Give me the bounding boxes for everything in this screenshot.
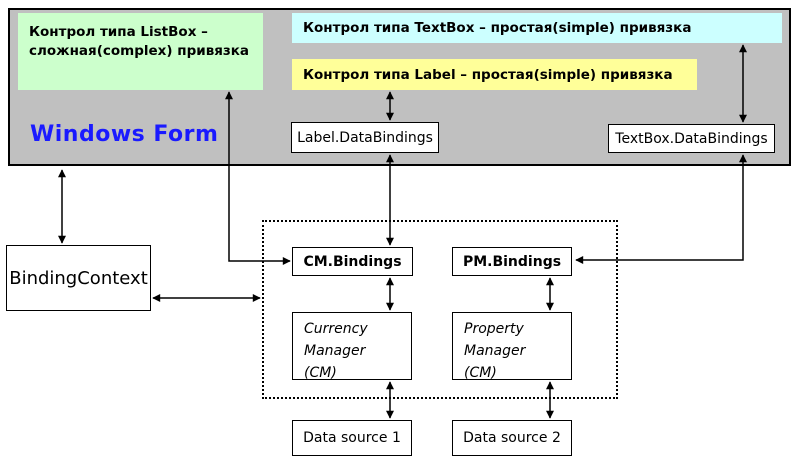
label-databindings-node: Label.DataBindings <box>291 122 439 153</box>
cm-bindings-node: CM.Bindings <box>292 247 413 276</box>
manager-group-border <box>262 220 618 399</box>
label-control-box: Контрол типа Label – простая(simple) при… <box>292 59 697 90</box>
data-source-1-node: Data source 1 <box>292 420 412 456</box>
textbox-databindings-node: TextBox.DataBindings <box>608 124 775 153</box>
binding-context-node: BindingContext <box>6 245 151 311</box>
windows-form-title: Windows Form <box>30 122 219 147</box>
pm-bindings-node: PM.Bindings <box>452 247 572 276</box>
data-source-2-node: Data source 2 <box>452 420 572 456</box>
textbox-control-box: Контрол типа TextBox – простая(simple) п… <box>292 13 782 43</box>
currency-manager-node: Currency Manager (CM) <box>292 312 412 381</box>
listbox-control-box: Контрол типа ListBox – сложная(complex) … <box>18 13 263 90</box>
property-manager-node: Property Manager (CM) <box>452 312 572 381</box>
